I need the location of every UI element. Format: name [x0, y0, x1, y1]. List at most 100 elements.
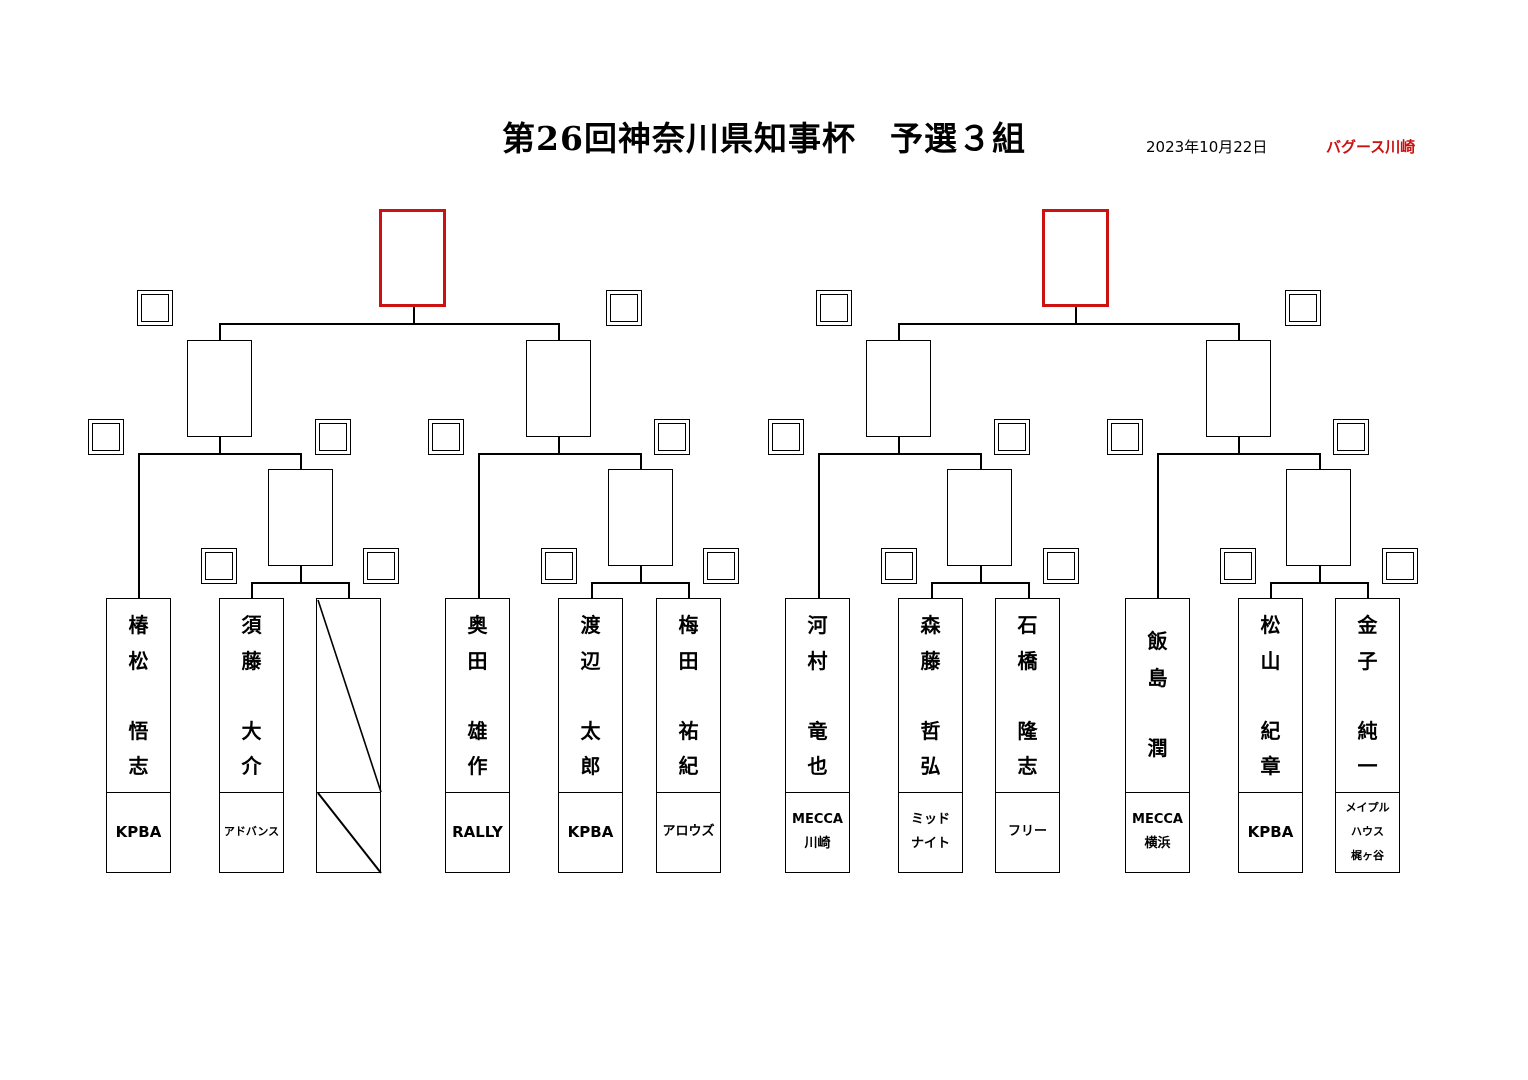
score-box[interactable]: [1107, 419, 1143, 455]
bracket-line: [138, 453, 140, 599]
player-name: 松 山 紀 章: [1239, 599, 1302, 793]
bracket-line: [478, 453, 641, 455]
player-card: 奥 田 雄 作 RALLY: [445, 598, 510, 873]
bracket-line: [980, 453, 982, 470]
page-title: 第26回神奈川県知事杯 予選３組: [502, 119, 1026, 158]
match-result-box[interactable]: [947, 469, 1012, 566]
bracket-line: [1157, 453, 1159, 599]
group-winner-box[interactable]: [379, 209, 446, 307]
score-box[interactable]: [137, 290, 173, 326]
player-card: 渡 辺 太 郎 KPBA: [558, 598, 623, 873]
bracket-line: [980, 565, 982, 583]
bracket-line: [1238, 436, 1240, 454]
score-box[interactable]: [541, 548, 577, 584]
player-club: アドバンス: [223, 825, 280, 838]
player-name: 金 子 純 一: [1336, 599, 1399, 793]
score-box[interactable]: [88, 419, 124, 455]
score-box[interactable]: [363, 548, 399, 584]
player-name: 森 藤 哲 弘: [899, 599, 962, 793]
player-card: 椿 松 悟 志 KPBA: [106, 598, 171, 873]
bracket-line: [300, 565, 302, 583]
bracket-line: [898, 323, 1239, 325]
score-box[interactable]: [1220, 548, 1256, 584]
bracket-line: [219, 436, 221, 454]
player-name: 渡 辺 太 郎: [559, 599, 622, 793]
group-winner-box[interactable]: [1042, 209, 1109, 307]
bracket-line: [818, 453, 820, 599]
player-club: ミッドナイト: [910, 812, 950, 851]
player-card: 梅 田 祐 紀 アロウズ: [656, 598, 721, 873]
player-name: 石 橋 隆 志: [996, 599, 1059, 793]
bracket-line: [1238, 323, 1240, 341]
score-box[interactable]: [654, 419, 690, 455]
score-box[interactable]: [703, 548, 739, 584]
bracket-line: [1319, 565, 1321, 583]
bracket-line: [558, 323, 560, 341]
bracket-line: [251, 582, 349, 584]
bracket-line: [688, 582, 690, 599]
match-result-box[interactable]: [608, 469, 673, 566]
score-box[interactable]: [201, 548, 237, 584]
player-name: 飯 島 潤: [1126, 599, 1189, 793]
score-box[interactable]: [1382, 548, 1418, 584]
bracket-line: [1028, 582, 1030, 599]
player-card: 石 橋 隆 志 フリー: [995, 598, 1060, 873]
score-box[interactable]: [315, 419, 351, 455]
player-club: KPBA: [567, 823, 614, 841]
bracket-line: [1270, 582, 1368, 584]
bracket-line: [219, 323, 221, 341]
player-club: KPBA: [115, 823, 162, 841]
bye-card: [316, 598, 382, 874]
player-card: 森 藤 哲 弘 ミッドナイト: [898, 598, 963, 873]
bracket-line: [1367, 582, 1369, 599]
player-card: 須 藤 大 介 アドバンス: [219, 598, 284, 873]
bracket-line: [640, 453, 642, 470]
match-result-box[interactable]: [866, 340, 931, 437]
bracket-line: [478, 453, 480, 599]
bracket-line: [931, 582, 933, 599]
match-result-box[interactable]: [1206, 340, 1271, 437]
bracket-line: [300, 453, 302, 470]
player-club: RALLY: [452, 823, 503, 841]
bracket-line: [1075, 306, 1077, 324]
bracket-line: [898, 436, 900, 454]
match-result-box[interactable]: [526, 340, 591, 437]
bracket-line: [931, 582, 1029, 584]
player-name: 梅 田 祐 紀: [657, 599, 720, 793]
player-name: 河 村 竜 也: [786, 599, 849, 793]
player-card: 松 山 紀 章 KPBA: [1238, 598, 1303, 873]
player-name: 奥 田 雄 作: [446, 599, 509, 793]
bracket-line: [1157, 453, 1320, 455]
score-box[interactable]: [1043, 548, 1079, 584]
score-box[interactable]: [768, 419, 804, 455]
player-name: 椿 松 悟 志: [107, 599, 170, 793]
player-club: アロウズ: [662, 824, 715, 839]
score-box[interactable]: [1333, 419, 1369, 455]
match-result-box[interactable]: [187, 340, 252, 437]
bracket-line: [591, 582, 593, 599]
bracket-line: [640, 565, 642, 583]
player-club: KPBA: [1247, 823, 1294, 841]
score-box[interactable]: [881, 548, 917, 584]
bracket-line: [818, 453, 981, 455]
bracket-line: [558, 436, 560, 454]
score-box[interactable]: [816, 290, 852, 326]
bracket-line: [219, 323, 559, 325]
score-box[interactable]: [606, 290, 642, 326]
event-venue: バグース川崎: [1326, 138, 1416, 156]
match-result-box[interactable]: [268, 469, 333, 566]
score-box[interactable]: [1285, 290, 1321, 326]
score-box[interactable]: [428, 419, 464, 455]
bye-slash: [317, 599, 382, 874]
match-result-box[interactable]: [1286, 469, 1351, 566]
bracket-line: [138, 453, 301, 455]
player-club: フリー: [1007, 824, 1047, 839]
player-name: 須 藤 大 介: [220, 599, 283, 793]
bracket-line: [591, 582, 689, 584]
score-box[interactable]: [994, 419, 1030, 455]
bracket-line: [413, 306, 415, 324]
